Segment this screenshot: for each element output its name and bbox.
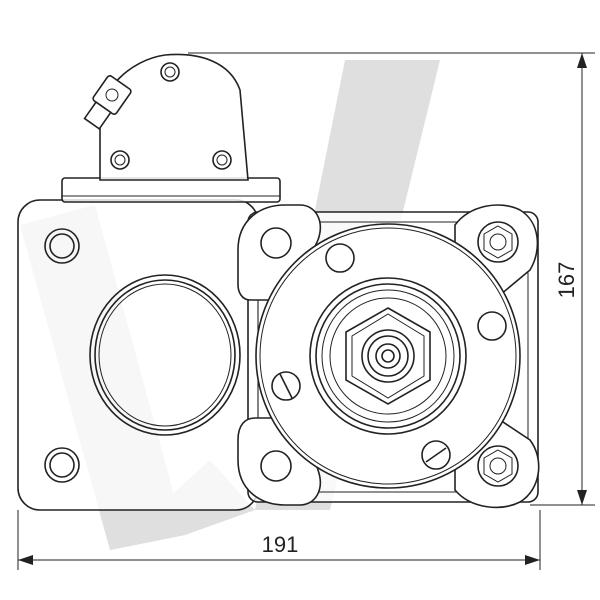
width-label: 191 <box>262 532 299 557</box>
height-dimension: 167 <box>188 52 595 506</box>
left-flange <box>17 199 259 511</box>
terminal-stud <box>83 75 132 130</box>
solenoid-mount <box>61 53 281 203</box>
end-cap <box>255 223 521 489</box>
width-dimension: 191 <box>17 510 541 570</box>
height-label: 167 <box>554 262 579 299</box>
